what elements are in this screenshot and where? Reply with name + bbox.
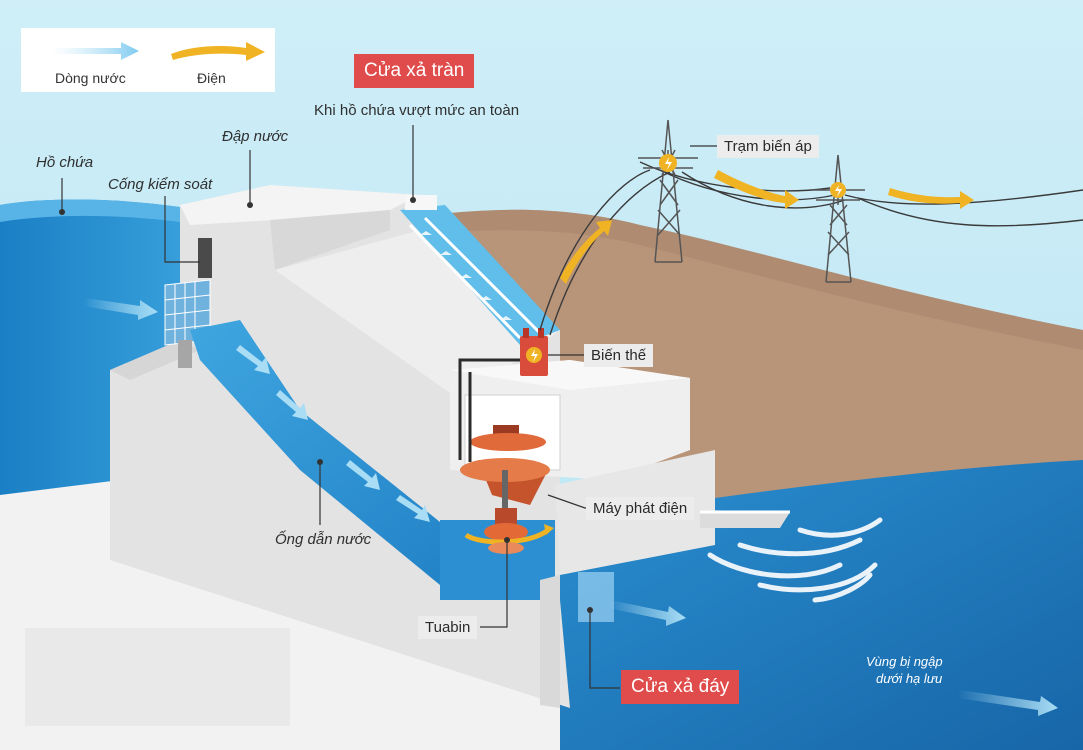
penstock-label: Ống dẫn nước: [275, 531, 372, 548]
blank-panel: [25, 628, 290, 726]
penstock: [190, 320, 540, 600]
power-lines: [539, 161, 1083, 336]
flooded-area-label-line2: dưới hạ lưu: [876, 671, 943, 686]
spillway-note: Khi hồ chứa vượt mức an toàn: [314, 102, 520, 119]
dam-label: Đập nước: [222, 128, 289, 145]
water-flow-legend-icon: [51, 42, 139, 60]
transformer-label: Biến thế: [584, 344, 654, 367]
whirlpool: [707, 517, 883, 603]
generator-label: Máy phát điện: [586, 497, 695, 520]
control-gate: [198, 238, 212, 278]
electricity-legend-icon: [171, 42, 265, 61]
transformer: [520, 328, 548, 376]
bottom-outlet-label: Cửa xả đáy: [621, 670, 740, 704]
legend: Dòng nước Điện: [21, 28, 275, 92]
control-gate-label: Cống kiểm soát: [108, 176, 213, 193]
electricity-arrows: [560, 170, 974, 284]
legend-electricity-label: Điện: [197, 70, 226, 86]
flooded-area-label-line1: Vùng bị ngập: [866, 654, 943, 669]
water-flow-arrows: [83, 298, 1058, 716]
turbine-label: Tuabin: [418, 616, 478, 639]
substation-label: Trạm biến áp: [717, 135, 819, 158]
spillway-label: Cửa xả tràn: [354, 54, 475, 88]
leader-lines: [61, 125, 718, 689]
legend-graphics: [51, 42, 265, 61]
legend-water-flow-label: Dòng nước: [55, 70, 126, 86]
bottom-outlet-opening: [578, 572, 614, 622]
reservoir-label: Hồ chứa: [36, 154, 94, 171]
turbine: [464, 508, 554, 554]
